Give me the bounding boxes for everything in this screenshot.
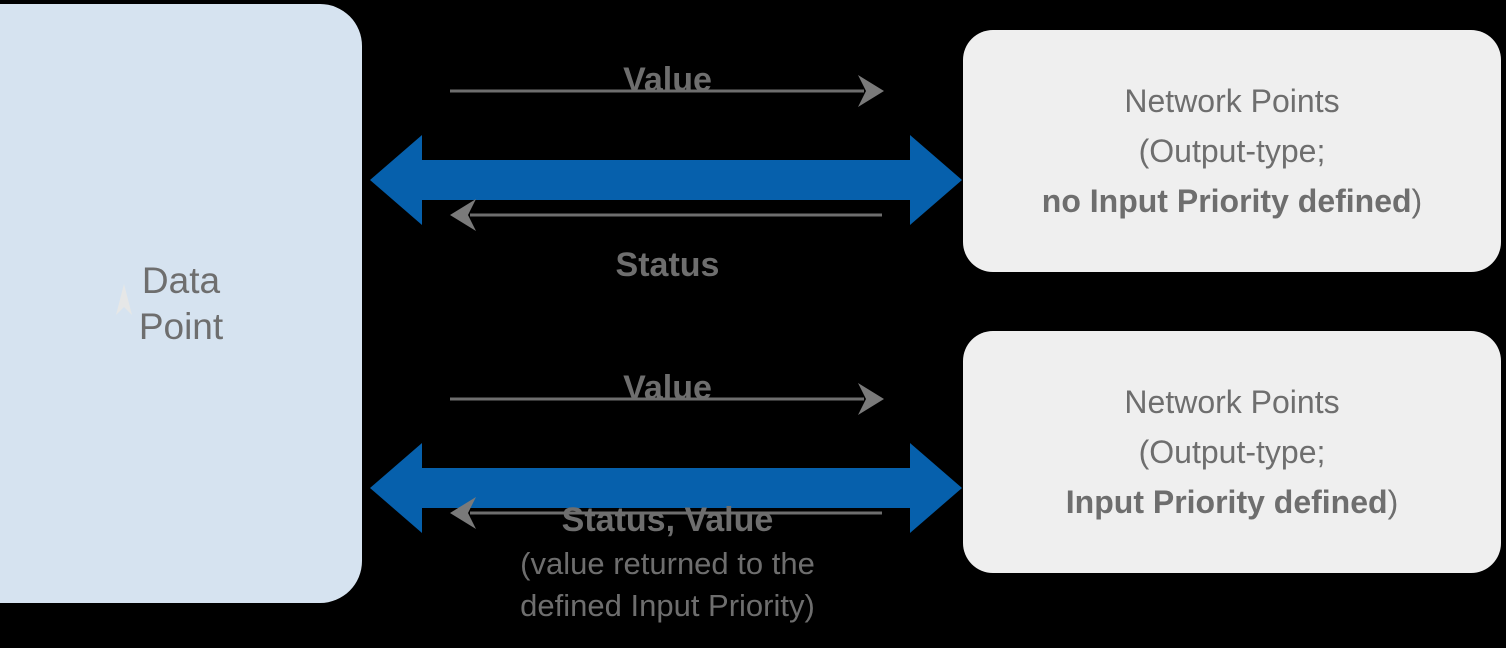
network-points-node-with-priority[interactable]: Network Points (Output-type; Input Prior… <box>963 331 1501 573</box>
np1-line3-bold: no Input Priority defined <box>1041 183 1412 219</box>
network-points-text-2: Network Points (Output-type; Input Prior… <box>1066 377 1398 527</box>
arrow-left-icon <box>450 497 882 529</box>
np1-line3: no Input Priority defined) <box>1042 176 1422 226</box>
data-point-node[interactable]: Data Point <box>0 4 362 603</box>
arrow-right-icon <box>450 383 884 415</box>
network-points-node-no-priority[interactable]: Network Points (Output-type; no Input Pr… <box>963 30 1501 272</box>
bottom-forward-label: Value <box>623 369 712 407</box>
np2-line3-tail: ) <box>1387 484 1399 520</box>
data-point-label: Data Point <box>138 259 224 347</box>
np2-line3-bold: Input Priority defined <box>1065 484 1388 520</box>
np1-line3-tail: ) <box>1411 183 1423 219</box>
double-arrow-icon <box>370 135 962 225</box>
np2-line3: Input Priority defined) <box>1066 477 1398 527</box>
np1-line2: (Output-type; <box>1138 133 1326 169</box>
double-arrow-icon <box>370 443 962 533</box>
top-return-label: Status <box>615 246 720 284</box>
arrow-right-icon <box>450 75 884 107</box>
bottom-return-label: Status, Value <box>561 501 774 539</box>
np2-line1: Network Points <box>1124 384 1340 420</box>
np2-line2: (Output-type; <box>1138 434 1326 470</box>
arrow-left-icon <box>450 199 882 231</box>
bottom-connector-group: Value Status, Value (value returned to t… <box>360 338 975 648</box>
np1-line1: Network Points <box>1124 83 1340 119</box>
bottom-return-note: (value returned to the defined Input Pri… <box>520 546 815 623</box>
top-forward-label: Value <box>623 61 712 99</box>
network-points-text-1: Network Points (Output-type; no Input Pr… <box>1042 76 1422 226</box>
top-connector-group: Value Status <box>360 30 975 284</box>
